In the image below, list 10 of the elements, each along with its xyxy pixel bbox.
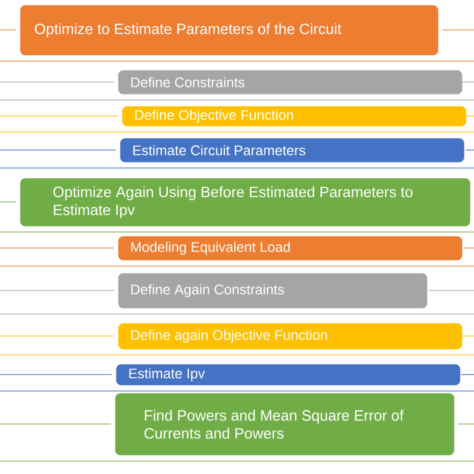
process-box: Find Powers and Mean Square Error of Currents and Powers xyxy=(115,393,454,456)
process-box: Optimize to Estimate Parameters of the Circuit xyxy=(20,5,438,56)
process-box: Modeling Equivalent Load xyxy=(118,236,462,260)
process-box: Define Constraints xyxy=(118,70,462,94)
process-box: Optimize Again Using Before Estimated Parameters to Estimate Ipv xyxy=(20,178,470,226)
process-box: Define again Objective Function xyxy=(118,323,462,350)
process-box: Estimate Circuit Parameters xyxy=(120,138,464,162)
process-box: Estimate Ipv xyxy=(116,364,460,386)
process-box: Define Objective Function xyxy=(122,106,466,126)
process-box: Define Again Constraints xyxy=(118,273,428,308)
